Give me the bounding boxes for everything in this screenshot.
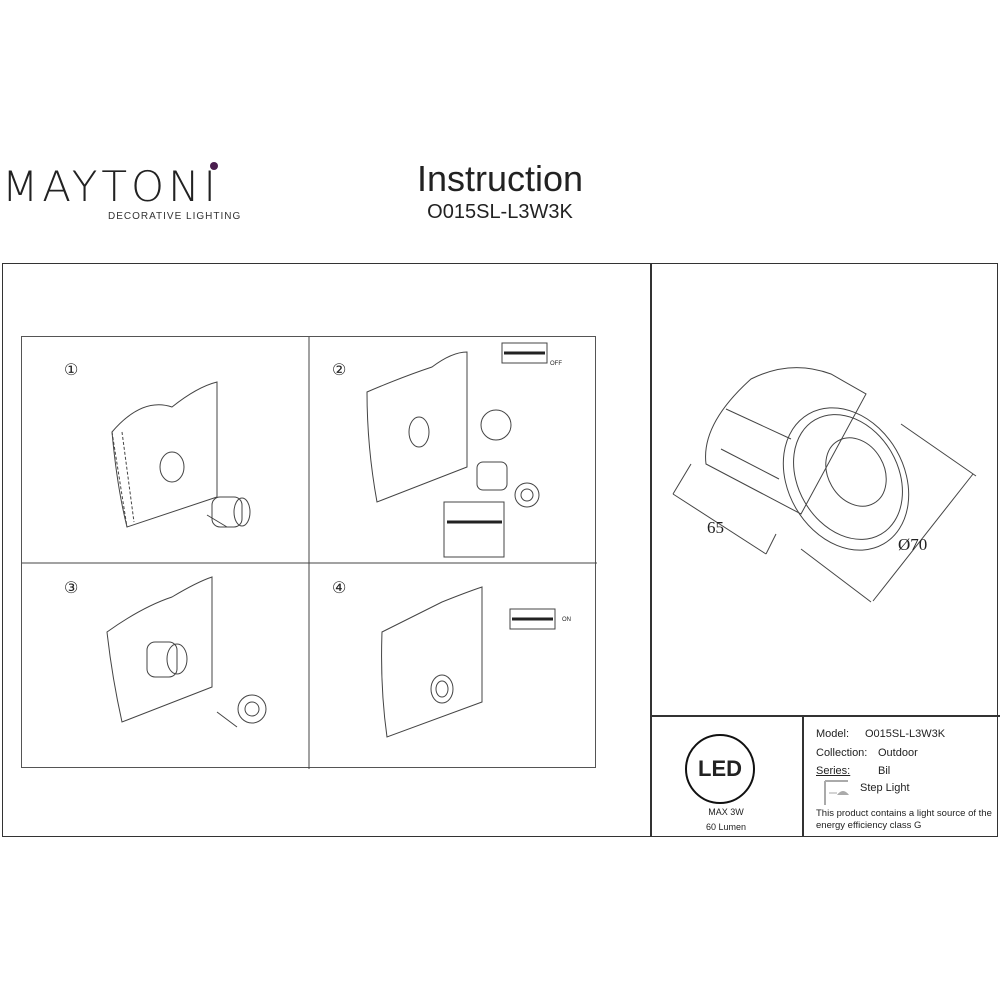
collection-label: Collection: [816,747,868,759]
max-power: MAX 3W [708,807,744,817]
diameter-dimension: Ø70 [898,535,928,554]
step-number: ① [64,362,79,379]
step-light-icon [824,780,849,805]
model-label: Model: [816,728,850,740]
wall-illustration [381,586,556,738]
page-title: Instruction [416,158,584,199]
step-number: ② [332,362,347,379]
divider [650,715,1000,717]
type-value: Step Light [860,782,910,794]
model-value: O015SL-L3W3K [865,728,946,740]
collection-value: Outdoor [878,747,918,759]
model-code: O015SL-L3W3K [427,201,573,223]
length-dimension: 65 [707,518,724,537]
divider [650,263,652,837]
wall-illustration [366,342,548,558]
brand-logo: MAYTONI [2,162,220,211]
brand-tagline: DECORATIVE LIGHTING [108,211,242,222]
dimension-drawing [672,367,977,603]
energy-text: energy efficiency class G [816,820,922,831]
step-number: ③ [64,580,79,597]
logo-dot [210,162,218,170]
switch-label: ON [562,617,571,623]
step-number: ④ [332,580,347,597]
lumen: 60 Lumen [705,822,747,832]
divider [802,715,804,837]
led-text: LED [698,756,742,781]
wall-illustration [106,576,267,728]
switch-label: OFF [550,361,562,367]
steps-drawing [22,337,597,769]
series-value: Bil [878,765,891,777]
led-badge: LED [685,734,755,804]
installation-steps: ① ② OFF ③ ④ ON [21,336,597,769]
instruction-frame [2,263,998,837]
energy-text: This product contains a light source of … [816,808,992,819]
wall-illustration [111,381,251,528]
series-label: Series: [816,765,851,777]
